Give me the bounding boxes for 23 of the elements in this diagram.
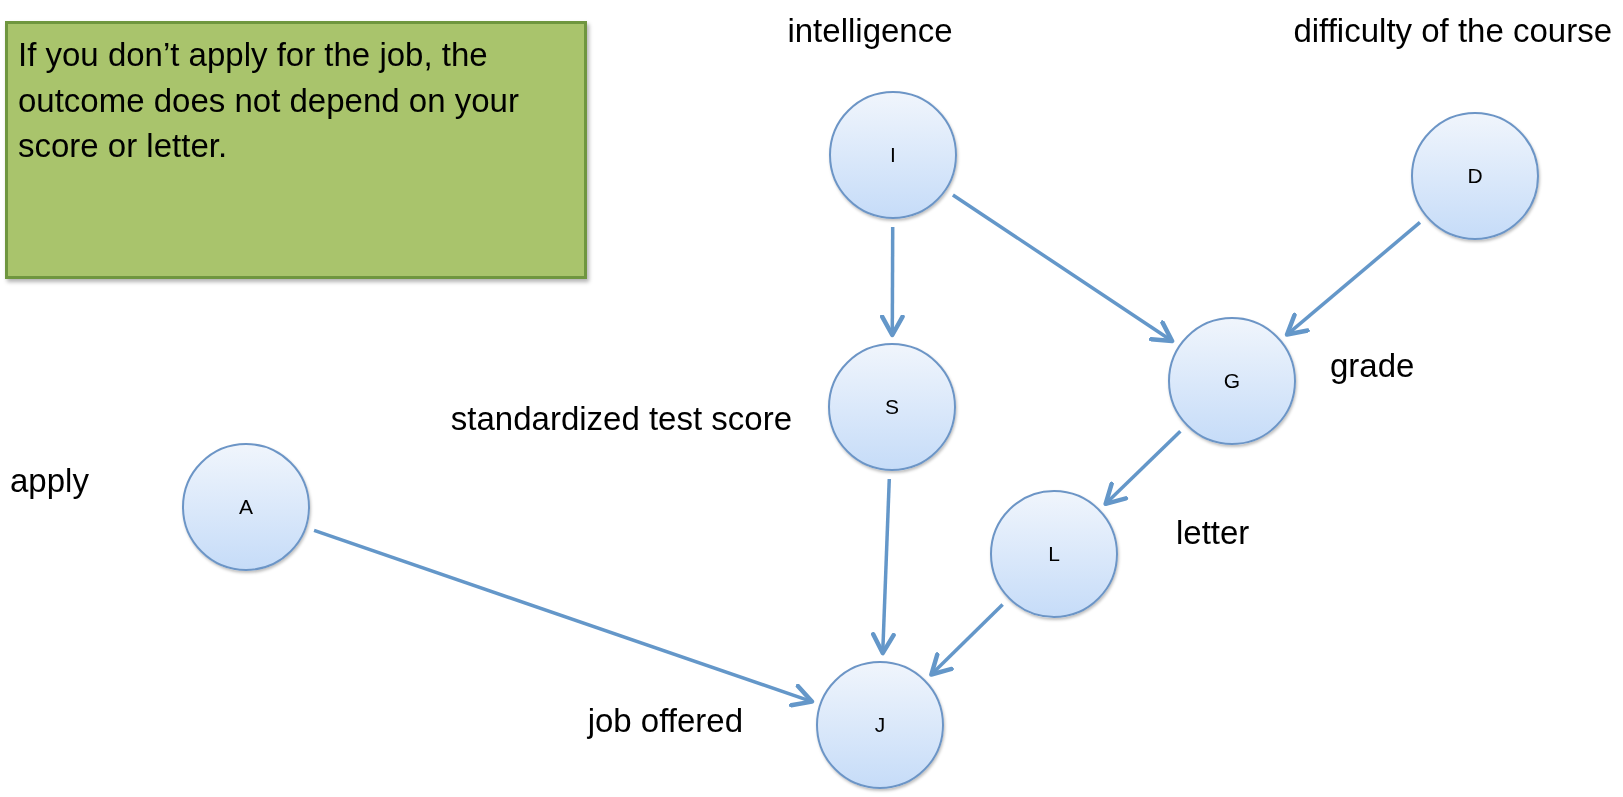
variable-letter: L: [1048, 541, 1060, 568]
variable-caption: intelligence: [787, 11, 953, 51]
arrow: [1103, 429, 1182, 507]
variable-letter: A: [239, 494, 253, 521]
variable-caption: standardized test score: [450, 399, 792, 439]
variable-caption: difficulty of the course: [1293, 11, 1612, 51]
note-text: If you don’t apply for the job, the outcome does not depend on your score or letter.: [18, 35, 520, 167]
arrow: [870, 478, 896, 656]
arrow: [313, 528, 815, 708]
note-box: [5, 21, 587, 279]
variable-caption: job offered: [587, 701, 743, 741]
variable-caption: grade: [1330, 346, 1415, 386]
variable-letter: I: [890, 142, 896, 169]
arrow: [1284, 221, 1422, 337]
variable-letter: G: [1223, 368, 1241, 395]
variable-letter: S: [885, 394, 899, 421]
arrow: [879, 227, 905, 338]
arrow: [951, 193, 1175, 344]
variable-caption: apply: [10, 461, 89, 501]
arrow: [929, 603, 1004, 677]
variable-caption: letter: [1176, 513, 1250, 553]
variable-letter: J: [874, 712, 886, 739]
variable-letter: D: [1467, 163, 1483, 190]
